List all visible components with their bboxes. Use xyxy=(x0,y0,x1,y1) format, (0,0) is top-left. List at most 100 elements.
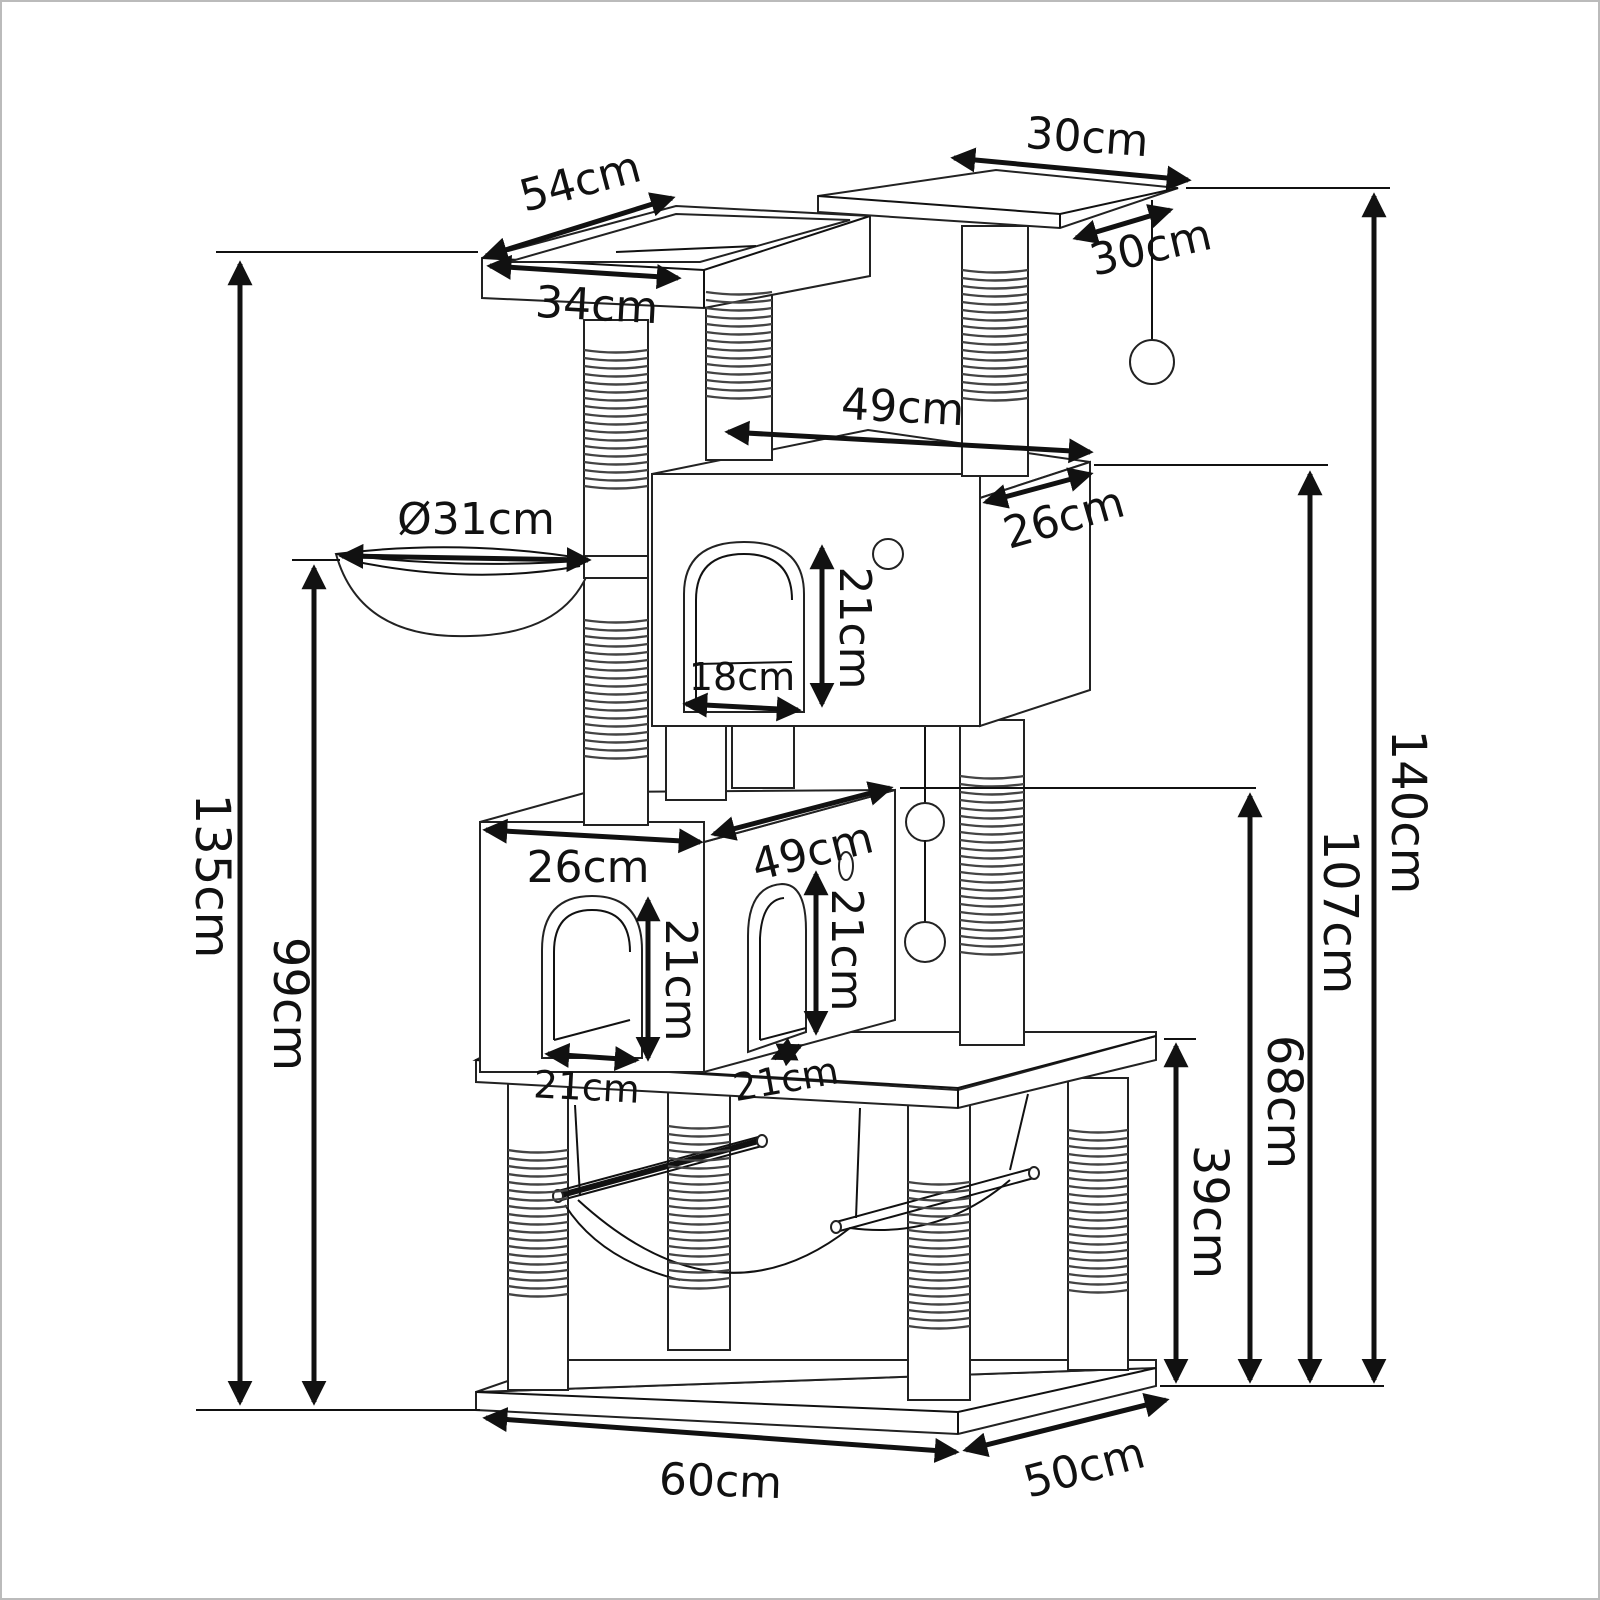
sisal-ring xyxy=(1067,1288,1129,1294)
sisal-ring xyxy=(1067,1256,1129,1262)
sisal-ring xyxy=(1067,1280,1129,1286)
sisal-ring xyxy=(961,396,1029,402)
label-top-left-depth: 34cm xyxy=(534,277,660,334)
dimension-lines xyxy=(196,147,1390,1463)
sisal-ring xyxy=(667,1156,731,1162)
label-height-total: 140cm xyxy=(1380,730,1436,895)
sisal-ring xyxy=(667,1276,731,1282)
sisal-ring xyxy=(705,370,773,376)
sisal-ring xyxy=(1067,1152,1129,1158)
sisal-ring xyxy=(1067,1216,1129,1222)
sisal-ring xyxy=(667,1124,731,1130)
sisal-ring xyxy=(959,886,1025,892)
sisal-ring xyxy=(667,1228,731,1234)
sisal-ring xyxy=(667,1140,731,1146)
sisal-ring xyxy=(507,1260,569,1266)
sisal-ring xyxy=(961,348,1029,354)
sisal-ring xyxy=(583,436,649,442)
sisal-ring xyxy=(667,1244,731,1250)
sisal-ring xyxy=(959,894,1025,900)
sisal-ring xyxy=(583,476,649,482)
sisal-ring xyxy=(907,1244,971,1250)
label-upper-condo-width: 49cm xyxy=(840,379,966,436)
sisal-ring xyxy=(705,386,773,392)
sisal-ring xyxy=(705,298,773,304)
sisal-ring xyxy=(907,1196,971,1202)
sisal-ring xyxy=(705,314,773,320)
sisal-ring xyxy=(507,1188,569,1194)
sisal-ring xyxy=(705,322,773,328)
sisal-ring xyxy=(961,276,1029,282)
sisal-ring xyxy=(1067,1128,1129,1134)
sisal-ring xyxy=(507,1164,569,1170)
post-back-right xyxy=(1067,1077,1129,1371)
sisal-ring xyxy=(583,428,649,434)
sisal-ring xyxy=(907,1292,971,1298)
sisal-ring xyxy=(583,388,649,394)
sisal-ring xyxy=(959,790,1025,796)
sisal-ring xyxy=(705,394,773,400)
label-height-left-top: 135cm xyxy=(184,794,240,959)
sisal-ring xyxy=(507,1212,569,1218)
sisal-ring xyxy=(667,1132,731,1138)
sisal-ring xyxy=(583,698,649,704)
sisal-ring xyxy=(507,1236,569,1242)
sisal-ring xyxy=(705,330,773,336)
sisal-ring xyxy=(1067,1208,1129,1214)
sisal-ring xyxy=(959,870,1025,876)
sisal-ring xyxy=(507,1220,569,1226)
sisal-ring xyxy=(705,346,773,352)
sisal-ring xyxy=(959,918,1025,924)
sisal-ring xyxy=(583,706,649,712)
sisal-ring xyxy=(1067,1136,1129,1142)
upper-condo-porthole xyxy=(872,538,904,570)
label-height-lower-condo: 68cm xyxy=(1256,1035,1312,1169)
sisal-ring xyxy=(507,1284,569,1290)
sisal-ring xyxy=(959,942,1025,948)
sisal-ring xyxy=(705,378,773,384)
label-upper-door-height: 21cm xyxy=(829,566,880,689)
sisal-ring xyxy=(959,806,1025,812)
sisal-ring xyxy=(959,798,1025,804)
sisal-ring xyxy=(667,1212,731,1218)
sisal-ring xyxy=(667,1148,731,1154)
sisal-ring xyxy=(907,1276,971,1282)
sisal-ring xyxy=(583,690,649,696)
sisal-rope-wraps xyxy=(507,268,1129,1330)
sisal-ring xyxy=(1067,1232,1129,1238)
top-right-perch xyxy=(817,168,1179,230)
sisal-ring xyxy=(705,354,773,360)
sisal-ring xyxy=(961,356,1029,362)
sisal-ring xyxy=(907,1204,971,1210)
sisal-ring xyxy=(507,1292,569,1298)
sisal-ring xyxy=(507,1180,569,1186)
sisal-ring xyxy=(667,1164,731,1170)
sisal-ring xyxy=(959,854,1025,860)
sisal-ring xyxy=(667,1260,731,1266)
label-lower-right-door-height: 21cm xyxy=(821,888,872,1011)
sisal-ring xyxy=(961,316,1029,322)
sisal-ring xyxy=(907,1324,971,1330)
sisal-ring xyxy=(705,362,773,368)
sisal-ring xyxy=(1067,1160,1129,1166)
sisal-ring xyxy=(583,746,649,752)
sisal-ring xyxy=(961,268,1029,274)
sisal-ring xyxy=(907,1236,971,1242)
sisal-ring xyxy=(583,380,649,386)
sisal-ring xyxy=(583,404,649,410)
sisal-ring xyxy=(583,468,649,474)
sisal-ring xyxy=(1067,1240,1129,1246)
sisal-ring xyxy=(705,338,773,344)
sisal-ring xyxy=(959,862,1025,868)
label-top-right-width: 30cm xyxy=(1024,108,1150,167)
sisal-ring xyxy=(961,380,1029,386)
sisal-ring xyxy=(667,1220,731,1226)
label-top-right-depth: 30cm xyxy=(1085,209,1216,286)
sisal-ring xyxy=(907,1284,971,1290)
sisal-ring xyxy=(961,388,1029,394)
sisal-ring xyxy=(907,1252,971,1258)
post-back-left xyxy=(667,1089,731,1351)
sisal-ring xyxy=(907,1228,971,1234)
sisal-ring xyxy=(961,324,1029,330)
